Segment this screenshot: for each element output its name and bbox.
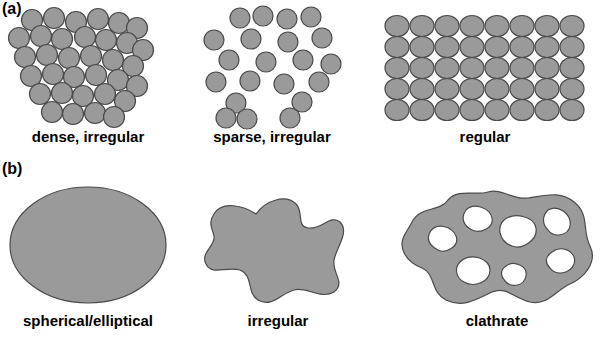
caption-label: irregular (248, 312, 309, 330)
caption-label: clathrate (466, 312, 529, 330)
panel-letter: (a) (2, 0, 22, 18)
irregular-domain (205, 199, 344, 302)
sparse-particles (204, 6, 341, 129)
spherical-domain (10, 187, 166, 303)
caption-label: dense, irregular (32, 128, 145, 146)
caption-label: regular (460, 128, 511, 146)
caption-label: sparse, irregular (213, 128, 331, 146)
regular-particles (385, 16, 584, 121)
clathrate-domain (402, 191, 592, 303)
caption-label: spherical/elliptical (23, 312, 153, 330)
dense-particles (9, 8, 154, 128)
panel-letter: (b) (2, 160, 22, 178)
